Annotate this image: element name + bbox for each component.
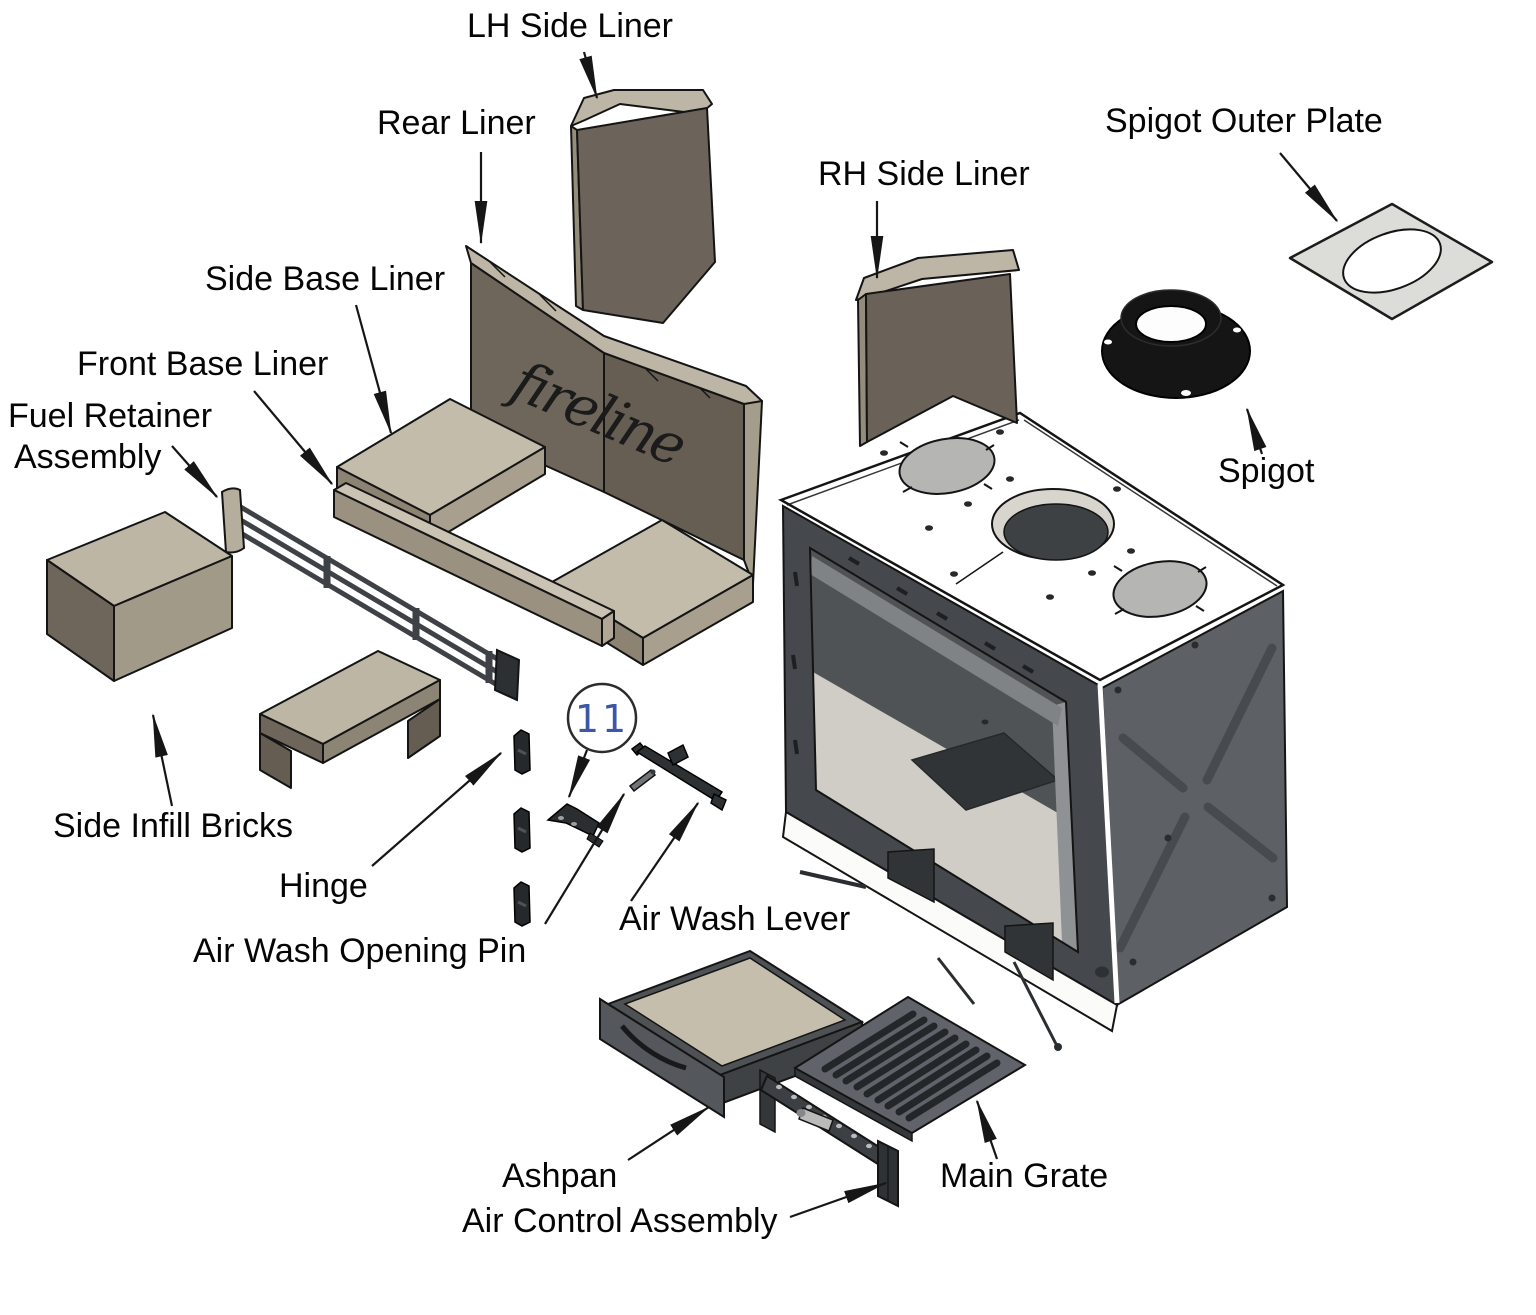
label-spigot-outer-plate: Spigot Outer Plate: [1105, 102, 1383, 140]
air-wash-lever-part: [630, 741, 727, 812]
arrow-front-base-liner: [253, 390, 334, 486]
arrow-spigot: [1245, 407, 1267, 455]
air-control-assembly-part: [759, 1068, 899, 1208]
callout-number: 11: [575, 697, 629, 741]
spigot-outer-plate-part: [1288, 202, 1494, 321]
flue-knockout-circles: [898, 437, 1208, 618]
firebox-body-part: [778, 411, 1289, 1051]
label-air-wash-opening-pin: Air Wash Opening Pin: [193, 932, 527, 970]
arrow-main-grate: [975, 1099, 999, 1160]
ashpan-part: [599, 949, 865, 1119]
hinge-part: [513, 729, 531, 927]
spigot-part: [1101, 289, 1251, 399]
label-air-wash-lever: Air Wash Lever: [619, 900, 851, 938]
front-base-liner-part: [333, 482, 615, 647]
label-fuel-retainer-line1: Fuel Retainer: [8, 397, 213, 435]
label-lh-side-liner: LH Side Liner: [467, 7, 674, 45]
arrow-air-wash-lever: [630, 801, 699, 902]
label-rear-liner: Rear Liner: [377, 104, 536, 142]
leader-arrows: [151, 51, 1339, 1219]
arrow-spigot-outer-plate: [1279, 152, 1339, 223]
label-fuel-retainer-line2: Assembly: [14, 438, 162, 476]
arrow-lh-side-liner: [579, 51, 599, 100]
main-grate-part: [793, 995, 1027, 1143]
label-side-infill-bricks: Side Infill Bricks: [53, 807, 293, 845]
arrow-air-wash-opening-pin: [544, 792, 625, 925]
arrow-hinge: [371, 751, 503, 867]
label-air-control-assembly: Air Control Assembly: [462, 1202, 778, 1240]
label-spigot: Spigot: [1218, 452, 1315, 490]
label-front-base-liner: Front Base Liner: [77, 345, 329, 383]
callout-balloon-11: 11: [566, 682, 638, 754]
rh-side-liner-part: [855, 249, 1020, 447]
label-side-base-liner: Side Base Liner: [205, 260, 446, 298]
side-infill-bricks-part: [46, 511, 441, 789]
label-main-grate: Main Grate: [940, 1157, 1109, 1195]
arrow-fuel-retainer: [171, 445, 219, 499]
x-brace-ribs: [1115, 643, 1278, 953]
arrow-side-infill-bricks: [151, 713, 174, 807]
arrow-ashpan: [627, 1106, 711, 1161]
air-wash-opening-pin-part: [628, 768, 657, 793]
label-rh-side-liner: RH Side Liner: [818, 155, 1030, 193]
arrow-side-base-liner: [354, 304, 393, 435]
arrow-air-control-assembly: [789, 1181, 888, 1219]
label-hinge: Hinge: [279, 867, 368, 905]
flue-hole: [955, 488, 1115, 585]
arrow-callout-11: [567, 749, 591, 799]
fuel-retainer-assembly-part: [220, 487, 521, 702]
top-plate-bolts: [880, 429, 1135, 600]
label-ashpan: Ashpan: [502, 1157, 618, 1195]
lh-side-liner-part: [570, 89, 716, 324]
